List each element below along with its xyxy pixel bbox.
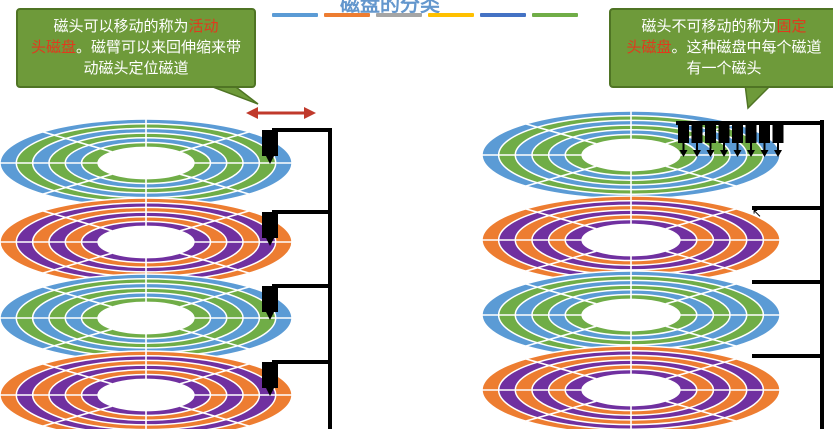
spindle-hole	[97, 378, 195, 412]
head-tip	[266, 156, 274, 164]
spindle-hole	[97, 301, 195, 335]
spindle-hole	[581, 138, 681, 172]
right-callout-highlight-2: 头磁盘	[626, 38, 672, 56]
sector-line	[42, 131, 113, 153]
fixed-read-write-head	[732, 123, 743, 143]
mouse-pointer-icon: ↖	[752, 206, 763, 220]
fixed-head-disk-stack	[481, 110, 781, 429]
right-callout-text-2: 。这种磁盘中每个磁道有一个磁头	[671, 38, 822, 77]
head-tip	[266, 312, 274, 320]
sector-line	[525, 165, 597, 187]
spindle-hole	[97, 146, 195, 180]
fixed-read-write-head	[759, 123, 770, 143]
left-callout-text-2: 。磁臂可以来回伸缩来带动磁头定位磁道	[76, 38, 242, 77]
sector-line	[179, 286, 250, 308]
left-callout-highlight-1: 活动	[188, 17, 219, 35]
disk-platter	[0, 197, 293, 287]
head-tip	[720, 150, 728, 157]
head-tip	[266, 238, 274, 246]
sector-line	[665, 250, 737, 272]
title-color-bar	[428, 13, 474, 17]
sector-line	[525, 325, 597, 347]
moving-head-arm-assembly	[262, 128, 332, 429]
head-tip	[733, 150, 742, 157]
spindle-hole	[97, 225, 195, 259]
fixed-head-arm-assembly	[676, 120, 824, 429]
sector-line	[665, 208, 737, 230]
disk-platter	[481, 110, 781, 200]
right-callout-highlight-1: 固定	[776, 17, 807, 35]
title-color-bar	[324, 13, 370, 17]
sector-line	[42, 210, 113, 232]
head-tip	[774, 150, 782, 157]
fixed-read-write-head	[772, 123, 784, 143]
head-tip	[760, 150, 769, 157]
sector-line	[525, 208, 597, 230]
disk-platter	[481, 345, 781, 429]
read-write-head	[262, 212, 278, 238]
right-callout-text: 磁头不可移动的称为	[641, 17, 777, 35]
title-color-bar	[376, 13, 422, 17]
arrow-head-left	[246, 107, 258, 119]
sector-line	[665, 400, 737, 422]
sector-line	[525, 400, 597, 422]
head-tip	[679, 150, 688, 157]
sector-line	[179, 328, 250, 350]
sector-line	[665, 325, 737, 347]
fixed-read-write-head	[705, 123, 716, 143]
title-color-bar	[480, 13, 526, 17]
disk-platter	[0, 273, 293, 363]
left-callout-text: 磁头可以移动的称为	[53, 17, 189, 35]
sector-line	[525, 123, 597, 145]
head-tip	[747, 150, 755, 157]
sector-line	[42, 405, 113, 427]
read-write-head	[262, 362, 278, 388]
sector-line	[179, 252, 250, 274]
head-tip	[706, 150, 715, 157]
head-tip	[693, 150, 701, 157]
sector-line	[179, 173, 250, 195]
spindle-hole	[581, 298, 681, 332]
sector-line	[665, 358, 737, 380]
sector-line	[179, 131, 250, 153]
slide-title: 磁盘的分类	[340, 0, 440, 16]
left-callout-highlight-2: 头磁盘	[30, 38, 76, 56]
fixed-read-write-head	[718, 123, 730, 143]
disk-platter	[481, 195, 781, 285]
sector-line	[179, 405, 250, 427]
sector-line	[42, 252, 113, 274]
sector-line	[42, 363, 113, 385]
right-callout: 磁头不可移动的称为固定头磁盘。这种磁盘中每个磁道有一个磁头	[609, 8, 833, 88]
moving-head-disk-stack	[0, 118, 293, 429]
title-color-bar	[532, 13, 578, 17]
sector-line	[42, 173, 113, 195]
sector-line	[525, 358, 597, 380]
title-color-bar	[272, 13, 318, 17]
fixed-read-write-head	[691, 123, 703, 143]
arrow-head-right	[304, 107, 316, 119]
sector-line	[179, 210, 250, 232]
fixed-read-write-head	[678, 123, 689, 143]
sector-line	[665, 283, 737, 305]
sector-line	[42, 328, 113, 350]
sector-line	[525, 283, 597, 305]
spindle-hole	[581, 373, 681, 407]
left-callout: 磁头可以移动的称为活动头磁盘。磁臂可以来回伸缩来带动磁头定位磁道	[16, 8, 256, 88]
sector-line	[665, 165, 737, 187]
fixed-read-write-head	[745, 123, 757, 143]
disk-platter	[0, 118, 293, 208]
spindle-hole	[581, 223, 681, 257]
read-write-head	[262, 286, 278, 312]
sector-line	[179, 363, 250, 385]
sector-line	[525, 250, 597, 272]
read-write-head	[262, 130, 278, 156]
sector-line	[42, 286, 113, 308]
arm-movement-double-arrow	[246, 107, 316, 119]
head-tip	[266, 388, 274, 396]
disk-platter	[0, 350, 293, 429]
